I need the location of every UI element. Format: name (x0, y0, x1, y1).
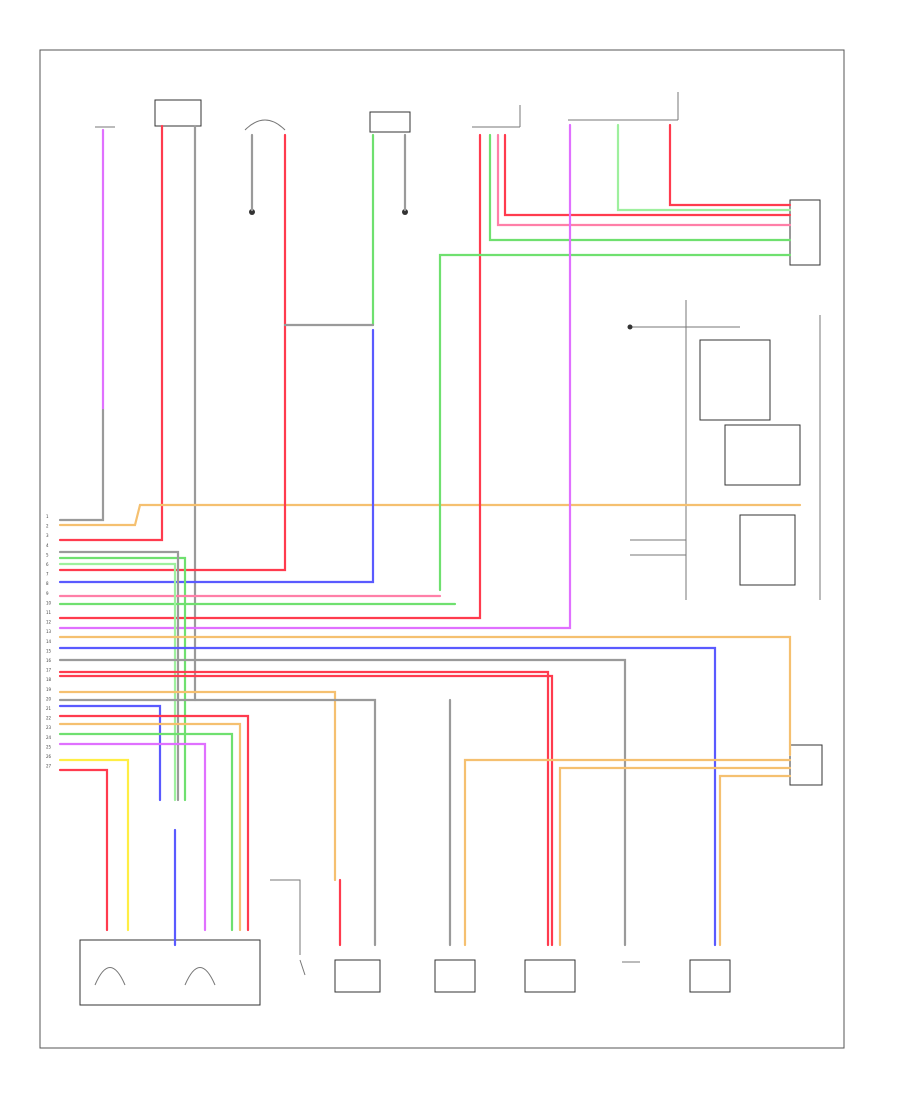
wire-violet-35 (58, 742, 207, 932)
diagram-frame (39, 49, 845, 1049)
pin-label: 4 (46, 543, 49, 548)
wire-orange-41 (718, 774, 792, 947)
output-speed-sensor (689, 959, 731, 993)
wire-green-19 (58, 556, 187, 802)
wire-red-2 (58, 124, 164, 542)
transmission-control-unit (79, 939, 261, 1006)
wire-bundle (58, 123, 802, 947)
wire-lightgreen-17 (616, 123, 792, 212)
wire-orange-4 (58, 503, 802, 527)
shift-lock-switch (154, 99, 202, 127)
pin-label: 23 (46, 725, 52, 730)
transmission-sensor-top-b (369, 111, 411, 215)
pin-label: 5 (46, 552, 49, 557)
fluid-pressure-sensor-top (472, 105, 521, 128)
pin-label: 6 (46, 562, 49, 567)
body-control-module (627, 300, 821, 600)
wire-red-11 (58, 133, 482, 620)
right-speed-sensor-top (568, 92, 679, 121)
pin-label: 12 (46, 620, 52, 625)
pin-label: 21 (46, 706, 52, 711)
pin-label: 24 (46, 735, 52, 740)
pin-label: 7 (46, 572, 49, 577)
wire-red-15 (503, 133, 792, 217)
wire-pink-13 (496, 133, 792, 227)
pin-label: 9 (46, 591, 49, 596)
transmission-sensor-top-a (244, 119, 286, 215)
wire-red-28 (58, 674, 554, 947)
wire-blue-25 (58, 646, 717, 947)
wire-green-14 (438, 253, 792, 592)
wire-blue-31 (58, 704, 162, 802)
junction-connector-right-mid (789, 744, 823, 786)
wire-orange-33 (58, 722, 242, 932)
left-pin-labels: 1234567891011121314151617181920212223242… (46, 514, 52, 769)
wire-red-32 (58, 714, 250, 932)
wire-gray-1 (58, 408, 105, 522)
pin-label: 2 (46, 524, 49, 529)
input-speed-sensor (434, 959, 476, 993)
torque-converter-sensor (524, 959, 576, 993)
pin-label: 8 (46, 581, 49, 586)
pin-label: 18 (46, 677, 52, 682)
wire-green-34 (58, 732, 234, 932)
pin-label: 1 (46, 514, 49, 519)
pin-label: 11 (46, 610, 52, 615)
wire-orange-29 (58, 690, 337, 882)
pin-label: 14 (46, 639, 52, 644)
wire-green-12 (488, 133, 792, 242)
wire-orange-39 (558, 766, 792, 947)
wire-red-37 (58, 768, 109, 932)
wire-yellow-36 (58, 758, 130, 932)
fluid-temperature-sensor (334, 959, 381, 993)
wire-red-18 (668, 123, 792, 207)
pin-label: 10 (46, 600, 52, 605)
pin-label: 3 (46, 533, 49, 538)
pin-label: 19 (46, 687, 52, 692)
shift-position-switch (270, 879, 306, 976)
pin-label: 20 (46, 696, 52, 701)
wire-orange-38 (463, 758, 792, 947)
pin-label: 22 (46, 716, 52, 721)
pin-label: 15 (46, 648, 52, 653)
wire-gray-30 (58, 698, 377, 887)
wire-gray-20 (58, 550, 180, 802)
pin-label: 16 (46, 658, 52, 663)
pin-label: 26 (46, 754, 52, 759)
pin-label: 25 (46, 744, 52, 749)
pin-label: 27 (46, 764, 52, 769)
wire-blue-10 (58, 328, 375, 584)
wire-red-6 (58, 133, 287, 572)
wire-lightgreen-23 (58, 562, 177, 802)
wire-orange-24 (58, 635, 792, 757)
wire-violet-16 (58, 123, 572, 630)
pin-label: 17 (46, 668, 52, 673)
wire-gray-26 (58, 658, 627, 947)
junction-connector-right-top (789, 199, 821, 266)
wire-red-27 (58, 670, 550, 947)
pin-label: 13 (46, 629, 52, 634)
